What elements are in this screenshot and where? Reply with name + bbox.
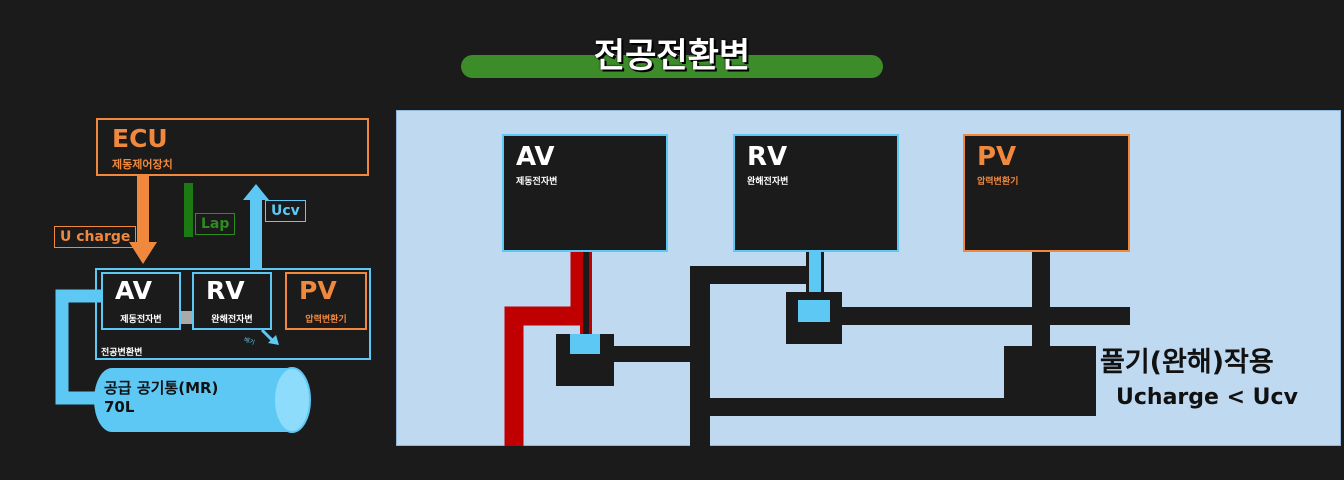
converter-valve-label: 전공변환변	[101, 348, 143, 358]
av-big-name: AV	[516, 142, 555, 172]
av-big-box: AV 제동전자변	[502, 134, 668, 252]
ecu-subtitle: 제동제어장치	[112, 158, 173, 171]
rv-small-box: RV 완해전자변	[192, 272, 272, 330]
ucv-label: Ucv	[265, 200, 306, 222]
pv-small-sub: 압력변환기	[305, 315, 347, 325]
main-vertical-pipe	[690, 266, 710, 446]
av-valve-seat	[570, 334, 600, 354]
rv-big-sub: 완해전자변	[747, 177, 789, 187]
supply-pipe	[55, 289, 108, 405]
lap-signal-bar	[184, 183, 193, 237]
av-outlet-pipe	[612, 346, 692, 362]
title-bar	[461, 55, 883, 78]
rv-big-name: RV	[747, 142, 788, 172]
rv-exhaust-pipe	[840, 307, 1130, 325]
pv-small-name: PV	[299, 276, 337, 305]
ecu-box: ECU 제동제어장치	[96, 118, 369, 176]
ucharge-label: U charge	[54, 226, 137, 248]
pv-stem	[1032, 252, 1050, 352]
operation-condition: Ucharge < Ucv	[1116, 385, 1298, 410]
arrow-up-icon	[243, 184, 269, 268]
rv-stem	[808, 252, 822, 300]
av-small-box: AV 제동전자변	[101, 272, 181, 330]
page-title: 전공전환변	[593, 36, 751, 76]
tank-capacity: 70L	[104, 398, 135, 416]
rv-big-box: RV 완해전자변	[733, 134, 899, 252]
lap-label: Lap	[195, 213, 236, 235]
upper-horizontal-pipe	[690, 266, 820, 284]
rv-small-name: RV	[206, 276, 245, 305]
rv-small-sub: 완해전자변	[211, 315, 253, 325]
pv-big-box: PV 압력변환기	[963, 134, 1130, 252]
pv-big-name: PV	[977, 142, 1017, 172]
exhaust-arrow-icon	[260, 328, 279, 345]
pv-small-box: PV 압력변환기	[285, 272, 367, 330]
rv-valve-seat	[798, 300, 830, 322]
lower-horizontal-pipe	[690, 398, 1010, 416]
operation-status: 풀기(완해)작용	[1100, 347, 1274, 378]
pv-big-sub: 압력변환기	[977, 177, 1019, 187]
av-big-sub: 제동전자변	[516, 177, 558, 187]
tank-label: 공급 공기통(MR)	[104, 379, 219, 397]
converter-valve-group	[95, 268, 371, 360]
pv-chamber	[1004, 346, 1096, 416]
av-rv-connector	[181, 311, 192, 324]
av-small-sub: 제동전자변	[120, 315, 162, 325]
ecu-name: ECU	[112, 124, 168, 153]
av-small-name: AV	[115, 276, 152, 305]
air-tank-icon	[94, 367, 311, 433]
